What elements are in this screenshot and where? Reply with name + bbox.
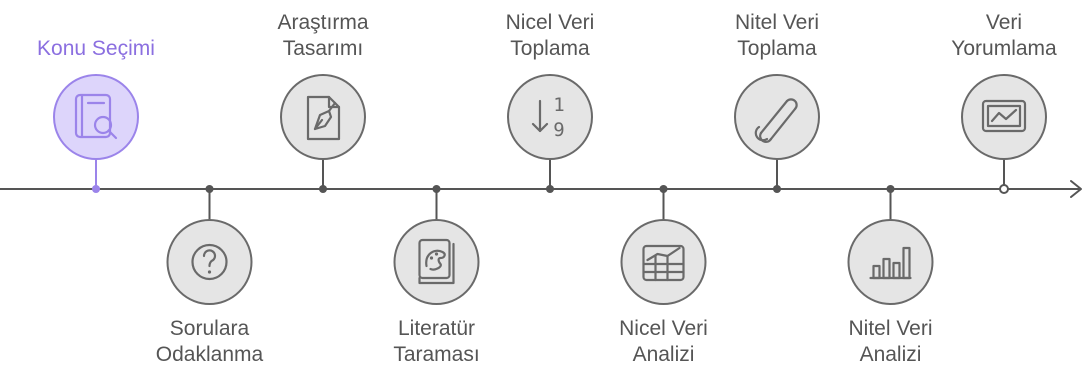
timeline-step: 19	[507, 74, 593, 193]
sort-numeric-icon: 19	[531, 94, 565, 141]
axis-dot	[659, 185, 668, 193]
timeline-step	[166, 185, 253, 305]
axis-dot	[92, 185, 100, 193]
timeline-step	[734, 74, 820, 193]
step-label: Nicel Veri Toplama	[505, 11, 595, 60]
step-label: Araştırma Tasarımı	[277, 11, 369, 60]
art-book-icon	[418, 238, 455, 285]
scroll-icon	[754, 98, 798, 143]
step-label: Nitel Veri Toplama	[734, 11, 820, 60]
svg-text:9: 9	[553, 119, 564, 141]
axis-dot	[205, 185, 214, 193]
step-label: Literatür Taraması	[393, 317, 480, 366]
timeline-step	[847, 185, 934, 305]
step-label: Sorulara Odaklanma	[155, 317, 264, 366]
timeline-step	[280, 74, 366, 193]
axis-dot	[319, 185, 327, 193]
timeline-step	[393, 185, 480, 305]
timeline-end-marker	[999, 184, 1009, 194]
timeline-arrowhead	[1070, 180, 1082, 198]
line-chart-monitor-icon	[981, 99, 1027, 133]
chart-table-icon	[642, 244, 685, 282]
axis-dot	[773, 185, 781, 193]
step-label: Nitel Veri Analizi	[848, 317, 933, 366]
step-node	[393, 219, 480, 305]
step-node	[734, 74, 820, 160]
bar-chart-icon	[869, 246, 912, 280]
axis-dot	[432, 185, 441, 193]
step-label: Konu Seçimi	[37, 37, 155, 60]
pen-nib-document-icon	[306, 95, 341, 141]
step-node	[280, 74, 366, 160]
axis-dot	[546, 185, 554, 193]
step-label: Nicel Veri Analizi	[619, 317, 708, 366]
question-icon	[191, 243, 228, 281]
step-node	[507, 74, 593, 160]
svg-text:1: 1	[553, 94, 564, 116]
step-label: Veri Yorumlama	[951, 11, 1057, 60]
axis-dot	[886, 185, 895, 193]
timeline-step	[620, 185, 707, 305]
step-node	[53, 74, 139, 160]
book-search-icon	[74, 93, 118, 140]
step-node	[620, 219, 707, 305]
timeline-step	[53, 74, 139, 193]
timeline-step	[961, 74, 1047, 193]
